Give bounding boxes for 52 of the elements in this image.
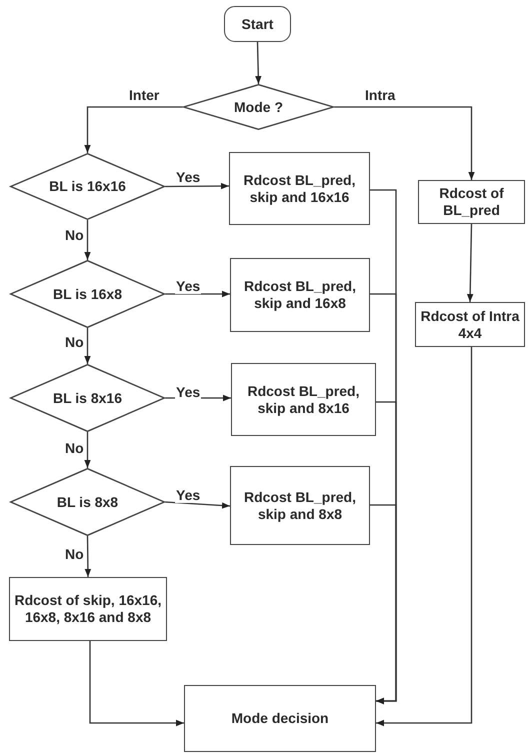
node-text: Mode decision <box>230 710 330 727</box>
arrow <box>255 42 262 84</box>
edge-label: Yes <box>175 278 202 294</box>
terminal-box <box>224 6 291 42</box>
arrow <box>89 641 184 726</box>
decision-diamond <box>10 364 165 432</box>
process-box <box>229 152 370 225</box>
arrow <box>164 501 230 509</box>
edge-label: Yes <box>175 384 202 400</box>
decision-diamond <box>183 84 334 130</box>
node-text: Rdcost BL_pred, skip and 8x16 <box>246 382 360 416</box>
node-text: Rdcost of Intra 4x4 <box>420 308 520 342</box>
node-text: Rdcost BL_pred, skip and 16x8 <box>242 278 357 312</box>
edge-label: Inter <box>128 87 160 103</box>
node-text: BL is 8x8 <box>56 494 118 510</box>
edge-label: Intra <box>364 87 396 103</box>
edge-label: No <box>64 546 85 562</box>
edge-label: Yes <box>175 487 202 503</box>
node-text: BL is 16x16 <box>49 178 126 195</box>
process-box <box>230 466 370 545</box>
arrow <box>84 106 183 153</box>
node-text: Rdcost of BL_pred <box>438 185 505 219</box>
node-text: Start <box>242 16 274 32</box>
arrow <box>334 106 475 180</box>
process-box <box>9 577 167 641</box>
decision-diamond <box>10 153 165 220</box>
process-box <box>184 685 376 752</box>
arrow <box>84 536 92 577</box>
node-text: Rdcost BL_pred, skip and 16x16 <box>242 172 356 206</box>
arrow <box>165 182 229 190</box>
node-text: BL is 16x8 <box>52 286 122 302</box>
arrow <box>466 224 474 302</box>
arrow <box>376 347 472 726</box>
arrow <box>84 328 91 364</box>
edge-label: No <box>64 227 85 243</box>
process-box <box>230 258 370 332</box>
node-text: Rdcost BL_pred, skip and 8x8 <box>242 488 357 522</box>
arrow <box>84 432 91 468</box>
node-text: Rdcost of skip, 16x16, 16x8, 8x16 and 8x8 <box>13 592 163 626</box>
arrow <box>84 220 91 260</box>
edge-label: No <box>64 334 85 350</box>
arrow <box>370 504 397 704</box>
process-box <box>418 180 525 224</box>
process-box <box>415 302 525 347</box>
process-box <box>231 363 376 436</box>
decision-diamond <box>10 260 165 328</box>
edge-label: Yes <box>175 169 202 185</box>
edge-label: No <box>64 440 85 456</box>
node-text: BL is 8x16 <box>52 390 122 406</box>
arrow <box>165 290 230 298</box>
node-text: Mode ? <box>234 98 283 116</box>
decision-diamond <box>10 468 165 536</box>
